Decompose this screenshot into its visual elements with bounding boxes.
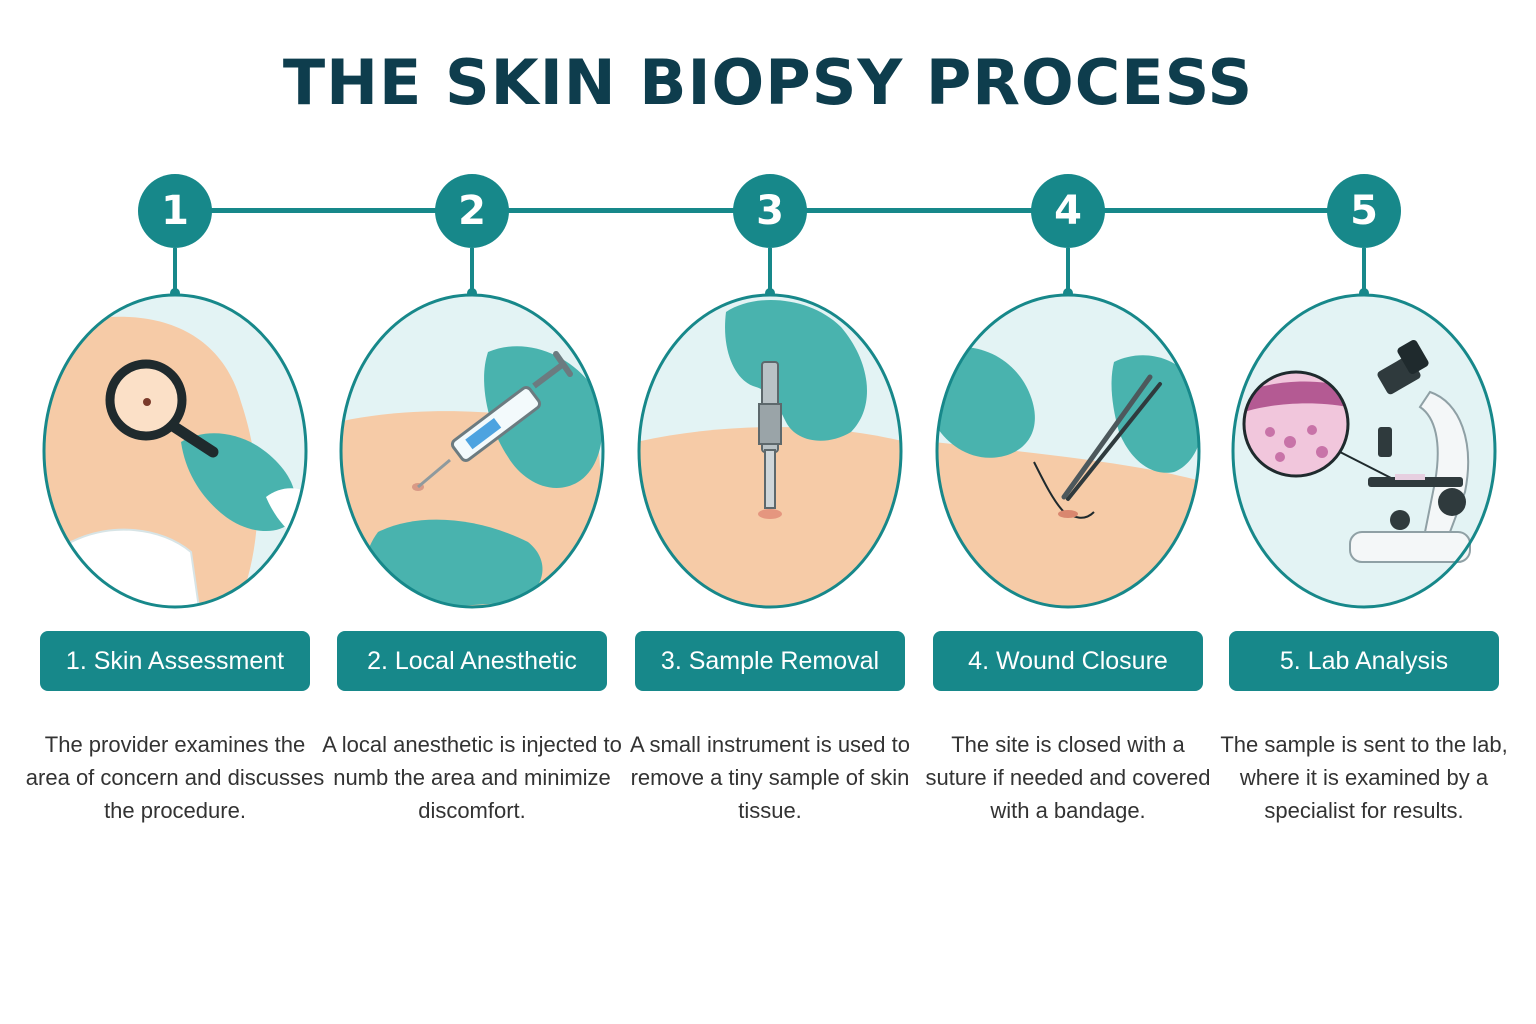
step-number-badge: 5 [1327,174,1401,248]
step-description: The site is closed with a suture if need… [925,732,1211,823]
step-connector [470,248,474,292]
step-connector-dot [1359,288,1369,298]
step-number-badge: 4 [1031,174,1105,248]
gloved-hand-icon [725,300,868,441]
step-description: The provider examines the area of concer… [25,732,325,823]
step-description: A local anesthetic is injected to numb t… [322,732,622,823]
step-connector-dot [765,288,775,298]
microscope-icon [1349,339,1471,563]
step-label: 2. Local Anesthetic [337,631,607,691]
gloved-hand-icon [937,347,1199,473]
step-connector [173,248,177,292]
step-connector-dot [1063,288,1073,298]
step-1: 1 1. Skin Assessment The provider examin [25,0,325,1024]
punch-biopsy-tool-icon [758,361,782,509]
step-connector-dot [467,288,477,298]
step-3: 3 3. Sample Removal A small instrument i… [620,0,920,1024]
tweezers-icon [1061,374,1162,501]
suture-icon [1033,461,1095,519]
step-4: 4 4. Wound Closure The sit [918,0,1218,1024]
step-illustration [636,292,904,610]
page-title: THE SKIN BIOPSY PROCESS [282,46,1254,119]
step-connector [768,248,772,292]
step-label: 4. Wound Closure [933,631,1203,691]
step-label: 3. Sample Removal [635,631,905,691]
step-description: A small instrument is used to remove a t… [629,732,910,823]
step-illustration [1230,292,1498,610]
step-illustration [41,292,309,610]
step-connector [1066,248,1070,292]
step-5: 5 [1214,0,1514,1024]
tissue-sample-icon [1242,370,1396,481]
step-number-badge: 1 [138,174,212,248]
step-illustration [934,292,1202,610]
step-illustration [338,292,606,610]
magnifying-glass-icon [105,359,219,458]
step-number-badge: 2 [435,174,509,248]
syringe-icon [417,351,573,489]
step-description: The sample is sent to the lab, where it … [1220,732,1508,823]
step-2: 2 2. Local Anesthetic [322,0,622,1024]
step-connector [1362,248,1366,292]
step-label: 5. Lab Analysis [1229,631,1499,691]
step-connector-dot [170,288,180,298]
step-label: 1. Skin Assessment [40,631,310,691]
step-number-badge: 3 [733,174,807,248]
